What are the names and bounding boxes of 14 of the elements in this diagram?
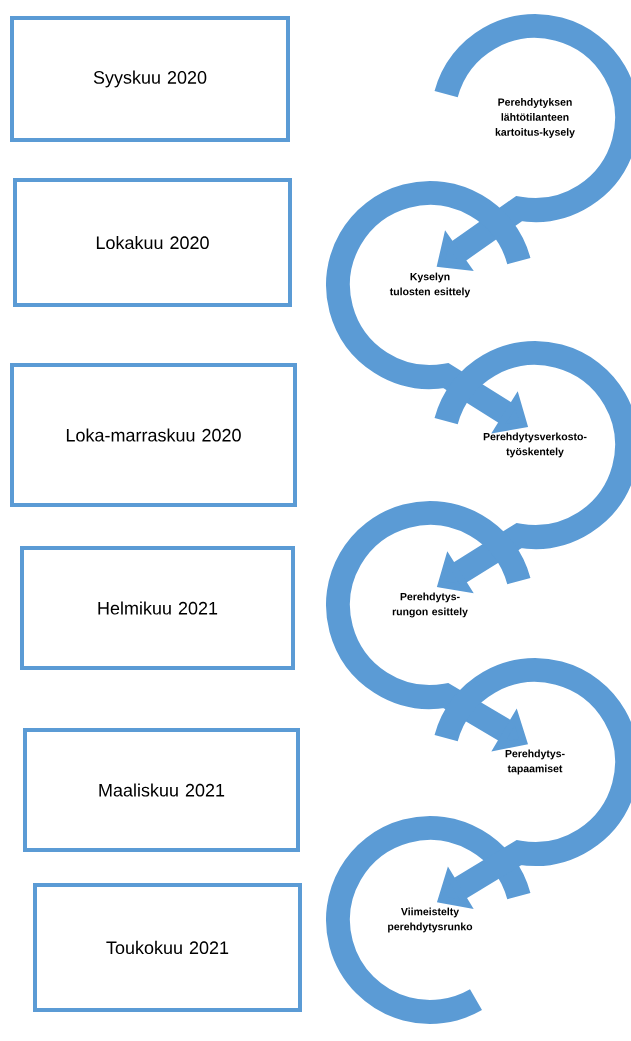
date-box: Loka-marraskuu 2020 bbox=[10, 363, 297, 507]
step-label: Viimeistelty perehdytysrunko bbox=[388, 907, 473, 933]
date-box: Maaliskuu 2021 bbox=[23, 728, 300, 852]
date-box: Syyskuu 2020 bbox=[10, 16, 290, 142]
step-label: Perehdytys- rungon esittely bbox=[392, 592, 468, 618]
circular-arrow bbox=[434, 658, 631, 910]
step-label: Kyselyn tulosten esittely bbox=[389, 272, 471, 298]
date-box: Toukokuu 2021 bbox=[33, 883, 302, 1012]
date-box: Lokakuu 2020 bbox=[13, 178, 292, 307]
step-label: Perehdytyksen lähtötilanteen kartoitus-kysely bbox=[495, 98, 575, 138]
date-box: Helmikuu 2021 bbox=[20, 546, 295, 670]
circular-arrow bbox=[434, 341, 631, 594]
step-label: Perehdytysverkosto- työskentely bbox=[483, 432, 587, 458]
step-label: Perehdytys- tapaamiset bbox=[505, 749, 565, 775]
